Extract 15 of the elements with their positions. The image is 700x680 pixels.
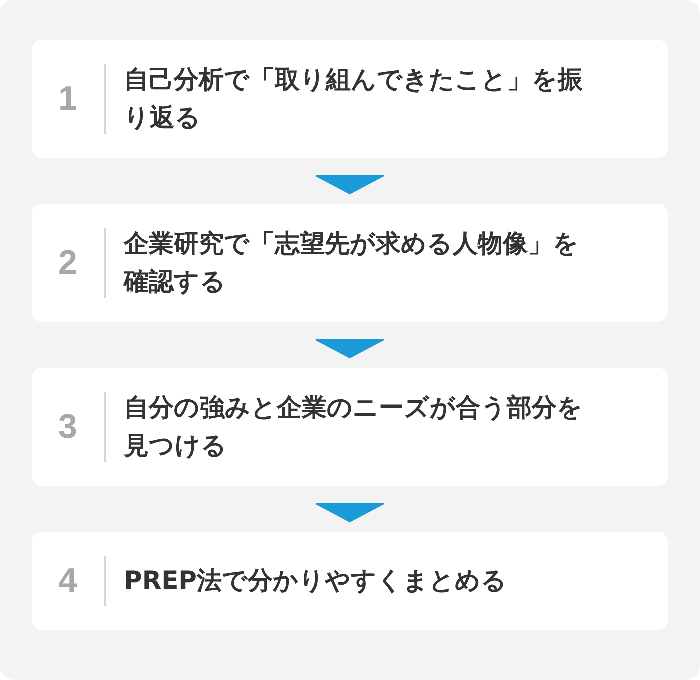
step-number: 2 — [58, 244, 78, 282]
step-card — [32, 532, 668, 630]
step-number: 4 — [58, 562, 78, 600]
step-text: 自己分析で「取り組んできたこと」を振り返る — [124, 64, 584, 134]
step-card — [32, 204, 668, 322]
step-card — [32, 368, 668, 486]
arrow — [316, 504, 384, 523]
arrow — [316, 340, 384, 359]
step-number: 3 — [58, 408, 78, 446]
step-text: 自分の強みと企業のニーズが合う部分を見つける — [124, 392, 584, 462]
step-number: 1 — [58, 80, 78, 118]
step-text: 企業研究で「志望先が求める人物像」を確認する — [124, 228, 580, 298]
step-text: PREP法で分かりやすくまとめる — [124, 565, 508, 597]
arrow — [316, 176, 384, 195]
step-card — [32, 40, 668, 158]
